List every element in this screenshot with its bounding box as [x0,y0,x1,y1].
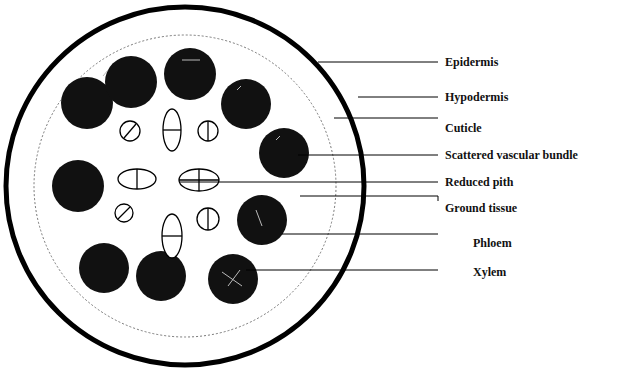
part-label: Epidermis [444,55,499,69]
part-label: Reduced pith [444,175,514,189]
part-label: Phloem [472,236,513,250]
epidermis-outline [6,7,364,365]
part-label: Ground tissue [444,201,518,215]
part-label: Scattered vascular bundle [444,148,579,162]
part-label: Cuticle [444,121,483,135]
pith-bundles [115,109,219,258]
hypodermis-boundary [34,35,336,337]
leader-lines [180,62,438,270]
vascular-bundles [52,48,309,304]
bundle-marks [103,60,280,286]
part-label: Xylem [472,265,507,279]
part-label: Hypodermis [444,90,509,104]
